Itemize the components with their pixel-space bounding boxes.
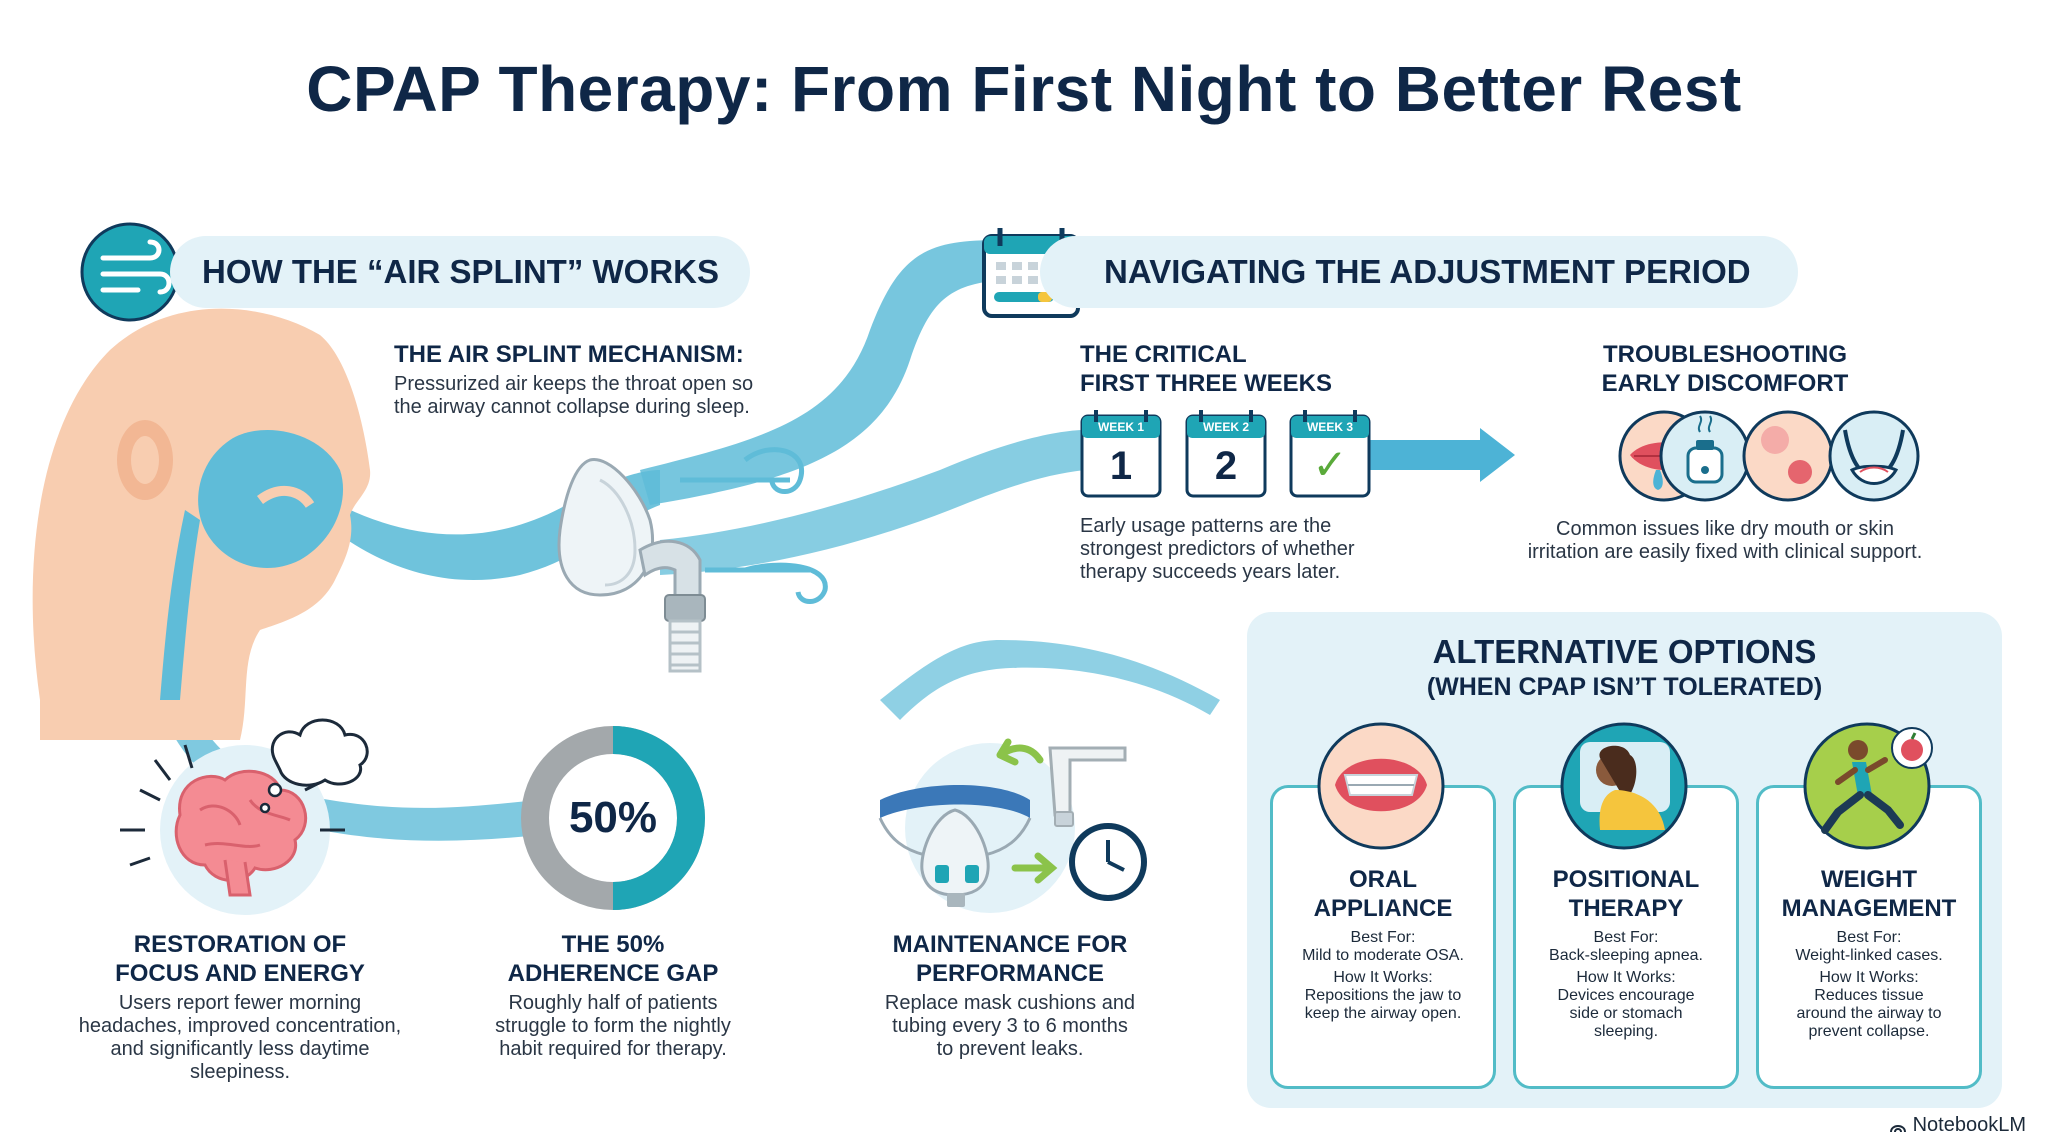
week-2-value: 2: [1214, 444, 1238, 488]
airflow-icon: [80, 222, 180, 322]
cpap-mask-illustration: [557, 447, 828, 673]
weight-best-for-label: Best For:: [1836, 929, 1902, 946]
critical-weeks-title: THE CRITICAL FIRST THREE WEEKS: [1080, 340, 1410, 398]
head-illustration: [32, 308, 371, 740]
mask-fit-icon: [1828, 410, 1920, 502]
positional-how-label: How It Works:: [1576, 969, 1676, 986]
notebooklm-logo-icon: [1889, 1124, 1906, 1132]
positional-name-1: POSITIONAL: [1552, 866, 1700, 893]
adherence-value: 50%: [568, 793, 658, 842]
week-1-label: WEEK 1: [1097, 420, 1144, 434]
focus-text-2: headaches, improved concentration,: [78, 1015, 402, 1037]
air-splint-header: HOW THE “AIR SPLINT” WORKS: [170, 236, 750, 308]
week-2-calendar: [1185, 410, 1267, 498]
adherence-ring: [521, 726, 705, 910]
positional-best-for: Back-sleeping apnea.: [1549, 947, 1703, 964]
oral-how-label: How It Works:: [1333, 969, 1433, 986]
alternatives-title-1: ALTERNATIVE OPTIONS: [1432, 633, 1817, 670]
airflow-ribbon-mid: [660, 430, 1085, 575]
critical-text-3: therapy succeeds years later.: [1080, 561, 1341, 583]
airflow-ribbon-low: [880, 640, 1220, 720]
trouble-title-1: TROUBLESHOOTING: [1603, 341, 1847, 368]
gap-title-1: THE 50%: [561, 931, 665, 958]
maint-title-1: MAINTENANCE FOR: [892, 931, 1128, 958]
week-1-value: 1: [1109, 444, 1133, 488]
adherence-gap-block: THE 50% ADHERENCE GAP Roughly half of pa…: [445, 930, 781, 1061]
week-3-label: WEEK 3: [1306, 420, 1353, 434]
mechanism-title: THE AIR SPLINT MECHANISM:: [394, 341, 744, 368]
weight-how-2: around the airway to: [1796, 1005, 1942, 1022]
maint-text-1: Replace mask cushions and: [884, 992, 1136, 1014]
focus-text-1: Users report fewer morning: [118, 992, 362, 1014]
weight-how-label: How It Works:: [1819, 969, 1919, 986]
oral-best-for-label: Best For:: [1350, 929, 1416, 946]
footer-text: NotebookLM: [1912, 1114, 2026, 1136]
positional-how-1: Devices encourage: [1557, 987, 1695, 1004]
trouble-text-2: irritation are easily fixed with clinica…: [1527, 541, 1923, 563]
critical-weeks-text: Early usage patterns are the strongest p…: [1080, 515, 1410, 584]
week-3-calendar: [1289, 410, 1371, 498]
oral-name-1: ORAL: [1349, 866, 1417, 893]
weight-management-content: WEIGHT MANAGEMENT Best For: Weight-linke…: [1756, 865, 1982, 1041]
focus-title-2: FOCUS AND ENERGY: [115, 960, 365, 987]
weight-name-1: WEIGHT: [1821, 866, 1917, 893]
oral-how-2: keep the airway open.: [1304, 1005, 1462, 1022]
gap-title-2: ADHERENCE GAP: [507, 960, 719, 987]
gap-text-2: struggle to form the nightly: [495, 1015, 731, 1037]
focus-title-1: RESTORATION OF: [133, 931, 347, 958]
maint-text-2: tubing every 3 to 6 months: [892, 1015, 1128, 1037]
page-title: CPAP Therapy: From First Night to Better…: [306, 53, 1742, 125]
oral-best-for: Mild to moderate OSA.: [1302, 947, 1464, 964]
weight-best-for: Weight-linked cases.: [1795, 947, 1943, 964]
notebooklm-footer: NotebookLM: [1889, 1114, 2026, 1137]
focus-text-3: and significantly less daytime: [110, 1038, 370, 1060]
air-splint-header-text: HOW THE “AIR SPLINT” WORKS: [202, 253, 719, 290]
adjustment-header: NAVIGATING THE ADJUSTMENT PERIOD: [1040, 236, 1798, 308]
brain-illustration: [120, 718, 369, 915]
week-1-calendar: [1080, 410, 1162, 498]
focus-energy-block: RESTORATION OF FOCUS AND ENERGY Users re…: [50, 930, 430, 1084]
positional-therapy-content: POSITIONAL THERAPY Best For: Back-sleepi…: [1513, 865, 1739, 1041]
maintenance-illustration: [878, 738, 1147, 913]
troubleshooting-title: TROUBLESHOOTING EARLY DISCOMFORT: [1500, 340, 1950, 398]
adherence-ring-fill: [612, 726, 705, 910]
oral-appliance-content: ORAL APPLIANCE Best For: Mild to moderat…: [1270, 865, 1496, 1023]
airflow-ribbon-up: [640, 240, 1000, 505]
humidifier-unit-icon: [1659, 410, 1751, 502]
week-2-label: WEEK 2: [1202, 420, 1249, 434]
focus-text-4: sleepiness.: [189, 1061, 291, 1083]
mechanism-text-1: Pressurized air keeps the throat open so: [394, 373, 754, 395]
maint-title-2: PERFORMANCE: [915, 960, 1104, 987]
weight-name-2: MANAGEMENT: [1781, 895, 1957, 922]
maint-text-3: to prevent leaks.: [936, 1038, 1084, 1060]
positional-how-2: side or stomach: [1569, 1005, 1683, 1022]
oral-name-2: APPLIANCE: [1313, 895, 1453, 922]
mechanism-text-2: the airway cannot collapse during sleep.: [394, 396, 750, 418]
skin-irritation-icon: [1742, 410, 1834, 502]
critical-title-2: FIRST THREE WEEKS: [1080, 370, 1333, 397]
troubleshooting-text: Common issues like dry mouth or skin irr…: [1480, 518, 1970, 564]
positional-how-3: sleeping.: [1593, 1023, 1659, 1040]
positional-best-for-label: Best For:: [1593, 929, 1659, 946]
critical-text-2: strongest predictors of whether: [1080, 538, 1355, 560]
gap-text-1: Roughly half of patients: [508, 992, 718, 1014]
trouble-text-1: Common issues like dry mouth or skin: [1556, 518, 1894, 540]
oral-how-1: Repositions the jaw to: [1304, 987, 1462, 1004]
alternatives-title-2: (WHEN CPAP ISN’T TOLERATED): [1426, 673, 1823, 701]
critical-title-1: THE CRITICAL: [1080, 341, 1247, 368]
gap-text-3: habit required for therapy.: [499, 1038, 727, 1060]
adjustment-header-text: NAVIGATING THE ADJUSTMENT PERIOD: [1104, 253, 1751, 290]
positional-name-2: THERAPY: [1568, 895, 1684, 922]
weight-how-1: Reduces tissue: [1814, 987, 1924, 1004]
weeks-arrow: [1370, 428, 1515, 482]
maintenance-block: MAINTENANCE FOR PERFORMANCE Replace mask…: [840, 930, 1180, 1061]
week-3-check-icon: ✓: [1312, 441, 1348, 488]
critical-text-1: Early usage patterns are the: [1080, 515, 1332, 537]
trouble-title-2: EARLY DISCOMFORT: [1601, 370, 1849, 397]
air-splint-mechanism: THE AIR SPLINT MECHANISM: Pressurized ai…: [394, 340, 834, 419]
weight-how-3: prevent collapse.: [1808, 1023, 1930, 1040]
alternatives-title: ALTERNATIVE OPTIONS (WHEN CPAP ISN’T TOL…: [1247, 632, 2002, 702]
